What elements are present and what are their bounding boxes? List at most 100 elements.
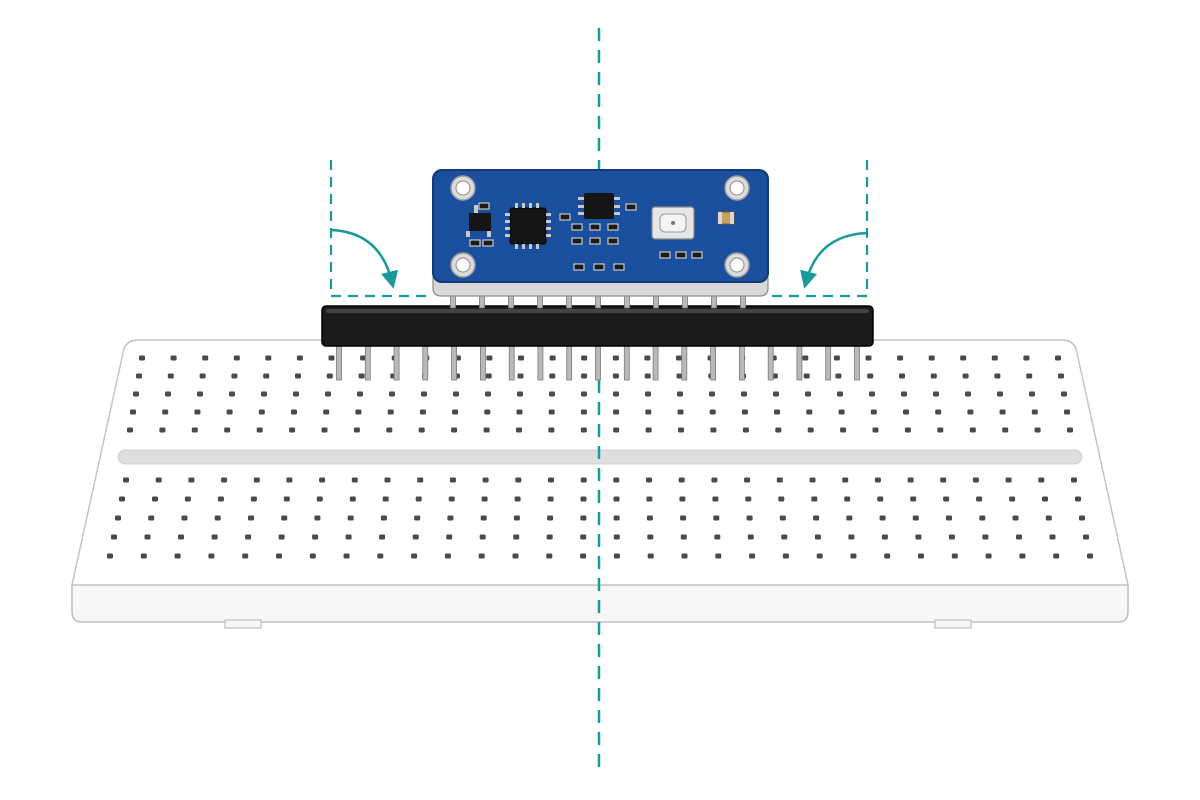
breadboard-hole [136, 373, 142, 379]
breadboard-hole [807, 427, 814, 433]
header-pin [681, 343, 688, 381]
breadboard-hole [295, 373, 301, 379]
breadboard-hole [962, 373, 969, 379]
header-pin [767, 343, 774, 381]
breadboard-hole [816, 553, 823, 559]
breadboard-hole [1049, 534, 1056, 540]
breadboard-hole [447, 515, 454, 521]
breadboard-hole [547, 496, 554, 502]
breadboard-hole [1055, 355, 1061, 361]
breadboard-hole [549, 355, 556, 361]
breadboard-hole [250, 496, 257, 502]
breadboard-hole [178, 534, 184, 540]
breadboard-hole [549, 391, 555, 397]
breadboard-hole [581, 373, 588, 379]
breadboard-hole [353, 427, 360, 433]
breadboard-hole [681, 553, 688, 559]
breadboard-hole [779, 515, 786, 521]
breadboard-hole [712, 496, 719, 502]
breadboard-hole [1064, 409, 1070, 415]
breadboard-hole [613, 391, 619, 397]
breadboard-hole [612, 373, 619, 379]
breadboard-hole [191, 427, 198, 433]
breadboard-hole [776, 477, 783, 483]
breadboard-hole [355, 409, 362, 415]
breadboard-hole [848, 534, 855, 540]
breadboard-hole [484, 409, 491, 415]
breadboard-hole [258, 409, 265, 415]
breadboard-hole [1042, 496, 1048, 502]
breadboard-hole [221, 477, 228, 483]
breadboard-hole [613, 534, 620, 540]
breadboard-hole [580, 477, 587, 483]
breadboard-hole [1045, 515, 1052, 521]
breadboard-hole [1087, 553, 1093, 559]
breadboard-hole [184, 496, 191, 502]
transistor-icon [466, 205, 491, 237]
header-pin [854, 343, 860, 381]
breadboard-hole [1071, 477, 1077, 483]
breadboard-hole [453, 391, 459, 397]
breadboard-hole [421, 391, 427, 397]
breadboard-hole [482, 477, 489, 483]
breadboard-hole [744, 477, 751, 483]
breadboard-hole [613, 409, 620, 415]
breadboard-hole [379, 534, 386, 540]
breadboard-hole [580, 534, 587, 540]
breadboard-hole [813, 515, 820, 521]
breadboard-hole [870, 409, 877, 415]
breadboard-hole [389, 391, 395, 397]
breadboard-hole [912, 515, 919, 521]
breadboard-hole [933, 391, 939, 397]
breadboard-hole [547, 515, 554, 521]
breadboard-hole [293, 391, 299, 397]
breadboard-hole [248, 515, 254, 521]
breadboard-hole [513, 534, 520, 540]
breadboard-hole [414, 515, 421, 521]
breadboard-hole [345, 534, 352, 540]
breadboard [71, 339, 1129, 629]
breadboard-hole [386, 427, 393, 433]
breadboard-hole [360, 355, 367, 361]
breadboard-hole [646, 496, 653, 502]
curved-arrow-left [330, 228, 399, 289]
breadboard-hole [747, 534, 754, 540]
breadboard-hole [444, 553, 451, 559]
breadboard-hole [982, 534, 989, 540]
breadboard-hole [194, 409, 201, 415]
breadboard-hole [846, 515, 853, 521]
breadboard-hole [714, 534, 721, 540]
breadboard-hole [188, 477, 195, 483]
breadboard-hole [123, 477, 129, 483]
mounting-hole-icon [450, 175, 476, 201]
breadboard-hole [613, 496, 620, 502]
breadboard-hole [144, 534, 151, 540]
breadboard-hole [940, 477, 947, 483]
breadboard-hole [181, 515, 188, 521]
breadboard-hole [943, 496, 950, 502]
breadboard-holes [107, 355, 1093, 559]
breadboard-hole [296, 355, 303, 361]
breadboard-hole [802, 355, 809, 361]
breadboard-hole [1061, 391, 1067, 397]
breadboard-hole [387, 409, 394, 415]
breadboard-hole [749, 553, 756, 559]
breadboard-hole [844, 496, 851, 502]
breadboard-hole [452, 409, 459, 415]
breadboard-hole [245, 534, 252, 540]
breadboard-hole [411, 553, 418, 559]
pin-header-highlight [326, 309, 869, 313]
breadboard-hole [773, 391, 779, 397]
breadboard-hole [1031, 409, 1038, 415]
breadboard-hole [837, 391, 843, 397]
breadboard-hole [261, 391, 267, 397]
breadboard-hole [265, 355, 272, 361]
breadboard-hole [869, 391, 875, 397]
breadboard-hole [133, 391, 139, 397]
breadboard-hole [319, 477, 326, 483]
breadboard-hole [680, 534, 687, 540]
breadboard-hole [415, 496, 422, 502]
mounting-hole-icon [724, 175, 750, 201]
breadboard-hole [580, 515, 587, 521]
